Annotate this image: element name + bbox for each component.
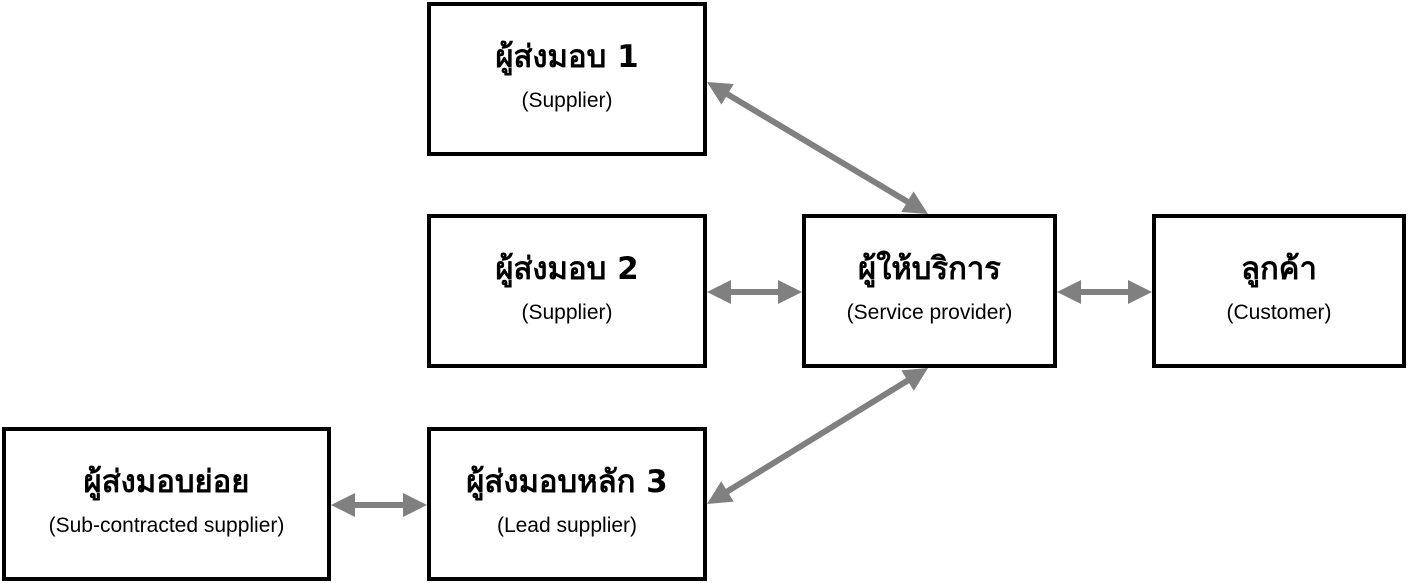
node-service-provider-subtitle: (Service provider) [846, 301, 1013, 324]
arrow-head-start [707, 280, 731, 304]
node-supplier-2-subtitle: (Supplier) [521, 301, 613, 324]
node-supplier-2-title: ผู้ส่งมอบ 2 [495, 251, 639, 287]
arrow-head-start [707, 82, 734, 105]
node-supplier-1: ผู้ส่งมอบ 1 (Supplier) [427, 2, 707, 156]
node-supplier-2: ผู้ส่งมอบ 2 (Supplier) [427, 214, 707, 368]
node-sub-contracted-supplier-subtitle: (Sub-contracted supplier) [48, 514, 285, 537]
node-customer: ลูกค้า (Customer) [1152, 214, 1406, 368]
arrow-shaft [724, 376, 911, 496]
node-sub-contracted-supplier: ผู้ส่งมอบย่อย (Sub-contracted supplier) [2, 427, 331, 581]
node-service-provider: ผู้ให้บริการ (Service provider) [802, 214, 1057, 368]
arrow-provider-customer [1057, 280, 1152, 304]
node-lead-supplier: ผู้ส่งมอบหลัก 3 (Lead supplier) [427, 427, 707, 581]
arrow-head-end [778, 280, 802, 304]
node-supplier-1-title: ผู้ส่งมอบ 1 [495, 39, 639, 75]
arrow-shaft [724, 90, 911, 206]
arrow-supplier-1-provider [707, 82, 928, 214]
arrow-head-start [707, 481, 734, 504]
node-supplier-1-subtitle: (Supplier) [521, 89, 613, 112]
node-service-provider-title: ผู้ให้บริการ [858, 251, 1001, 287]
arrow-head-end [1128, 280, 1152, 304]
node-sub-contracted-supplier-title: ผู้ส่งมอบย่อย [83, 464, 250, 500]
arrow-sub-supplier-lead-supplier [331, 493, 427, 517]
node-customer-subtitle: (Customer) [1226, 301, 1332, 324]
node-customer-title: ลูกค้า [1241, 251, 1317, 287]
arrow-supplier-2-provider [707, 280, 802, 304]
arrow-head-start [331, 493, 355, 517]
arrow-head-end [403, 493, 427, 517]
node-lead-supplier-subtitle: (Lead supplier) [496, 514, 638, 537]
arrow-lead-supplier-provider [707, 368, 928, 504]
arrow-head-end [901, 368, 928, 391]
arrow-head-start [1057, 280, 1081, 304]
arrow-head-end [901, 191, 928, 214]
node-lead-supplier-title: ผู้ส่งมอบหลัก 3 [466, 464, 668, 500]
